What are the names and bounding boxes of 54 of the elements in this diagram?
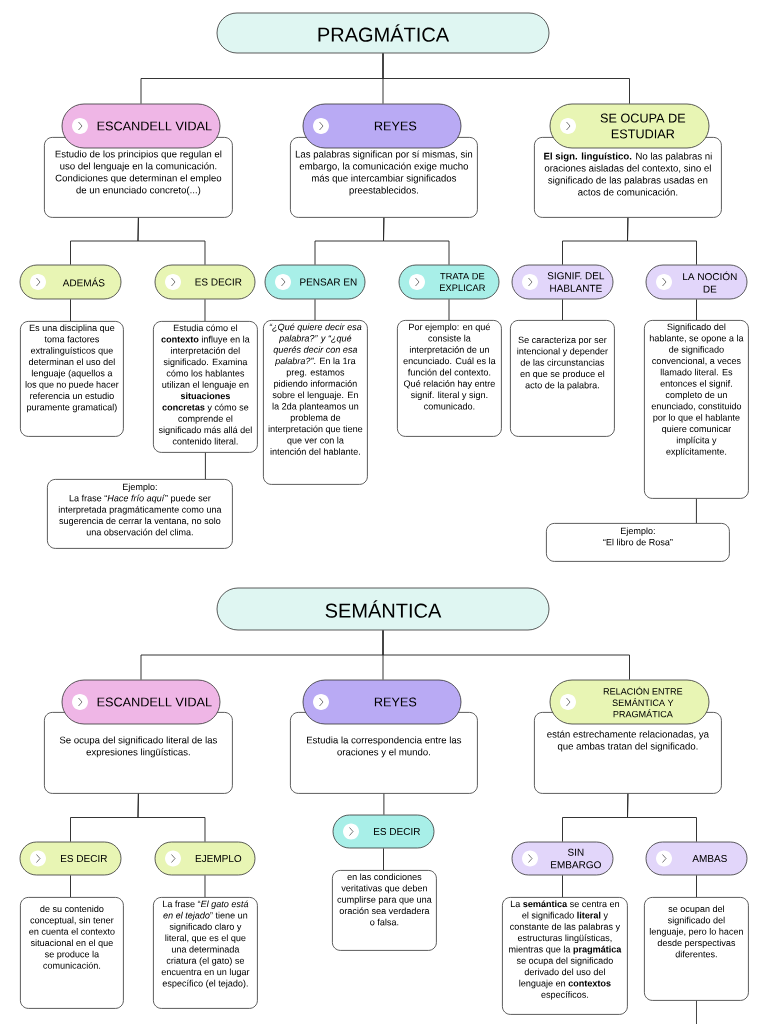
connector-line [383,217,450,266]
text-box: La frase “El gato está en el tejado” tiene un significado claro y literal, que es el que una determinada criatura (el gato) se encuentra en un lugar específico (el tejado). [153,897,258,1009]
connector-line [383,793,385,816]
text-box: Ejemplo: “El libro de Rosa” [546,523,730,562]
connector-line [627,793,697,843]
text-box: de su contenido conceptual, sin tener en cuenta el contexto situacional en el que se produce la comunicación. [20,897,124,1009]
connector-line [695,498,697,524]
topic-pill: ESCANDELL VIDAL [61,679,221,725]
text-box: “¿Qué quiere decir esa palabra?” y “¿qué querés decir con esa palabra?”. En la 1ra preg. estamos pidiendo información sobre el lenguaje. En la 2da planteamos un problema de interpretación que tiene que ver con la intención del hablante. [263,320,368,485]
connector-line [137,217,206,266]
text-box: Estudia cómo el contexto influye en la interpretación del significado. Examina cómo los hablantes utilizan el lenguaje en situaciones concretas y cómo se comprende el significado más allá del contenido literal. [153,321,258,453]
title-pill: SEMÁNTICA [216,587,550,631]
title-pill: PRAGMÁTICA [216,12,550,54]
topic-pill: REYES [302,679,462,725]
topic-pill: EJEMPLO [154,841,256,876]
topic-pill: LA NOCIÓN DE [645,264,748,300]
text-box: Significado del hablante, se opone a la de significado convencional, a veces llamado literal. Es entonces el signif. completo de un enunciado, constituido por lo que el hablante quiere comunicar implícita y explícitamente. [644,320,749,499]
topic-pill: ES DECIR [154,264,256,300]
connector-line [382,629,630,681]
text-box: Ejemplo: La frase “Hace frío aquí” puede ser interpretada pragmáticamente como una sugerencia de cerrar la ventana, no solo una observación del clima. [47,479,233,549]
connector-line [696,298,697,321]
text-box: Se caracteriza por ser intencional y depender de las circunstancias en que se produce el acto de la palabra. [510,320,615,437]
connector-line [627,217,697,266]
topic-pill: TRATA DE EXPLICAR [398,264,500,300]
topic-pill: SIGNIF. DEL HABLANTE [511,264,614,300]
topic-pill: ES DECIR [332,814,435,849]
topic-pill: PENSAR EN [264,264,366,300]
text-box: Es una disciplina que toma factores extralinguísticos que determinan el uso del lenguaje (aquellos a los que no puede hacer referencia un estudio puramente gramatical) [20,321,124,437]
connector-line [562,298,563,321]
connector-line [695,1000,697,1024]
text-box: en las condiciones veritativas que deben cumplirse para que una oración sea verdadera o falsa. [332,870,437,951]
connector-line [137,793,206,843]
topic-pill: AMBAS [645,841,748,876]
text-box: La semántica se centra en el significado literal y constante de las palabras y estructuras lingüísticas, mientras que la pragmática se ocupa del significado derivado del uso del lenguaje en contextos específicos. [502,897,628,1015]
connector-line [70,874,71,898]
topic-pill: ADEMÁS [19,264,122,300]
connector-line [204,452,206,480]
connector-line [448,298,450,321]
connector-line [383,847,384,871]
connector-line [562,874,563,898]
topic-pill: ES DECIR [19,841,122,876]
topic-pill: RELACIÓN ENTRE SEMÁNTICA Y PRAGMÁTICA [549,679,710,725]
connector-line [314,298,316,321]
topic-pill: SE OCUPA DE ESTUDIAR [549,103,710,149]
text-box: Por ejemplo: en qué consiste la interpretación de un encunciado. Cuál es la función del contexto. Qué relación hay entre signif. literal y sign. comunicado. [397,320,502,437]
connector-line [70,298,71,322]
topic-pill: REYES [302,103,462,149]
topic-pill: SIN EMBARGO [511,841,614,876]
connector-line [382,52,630,105]
connector-line [204,874,206,898]
topic-pill: ESCANDELL VIDAL [61,103,221,149]
connector-line [696,874,697,898]
connector-line [204,298,206,322]
text-box: se ocupan del significado del lenguaje, pero lo hacen desde perspectivas diferentes. [644,897,749,1001]
